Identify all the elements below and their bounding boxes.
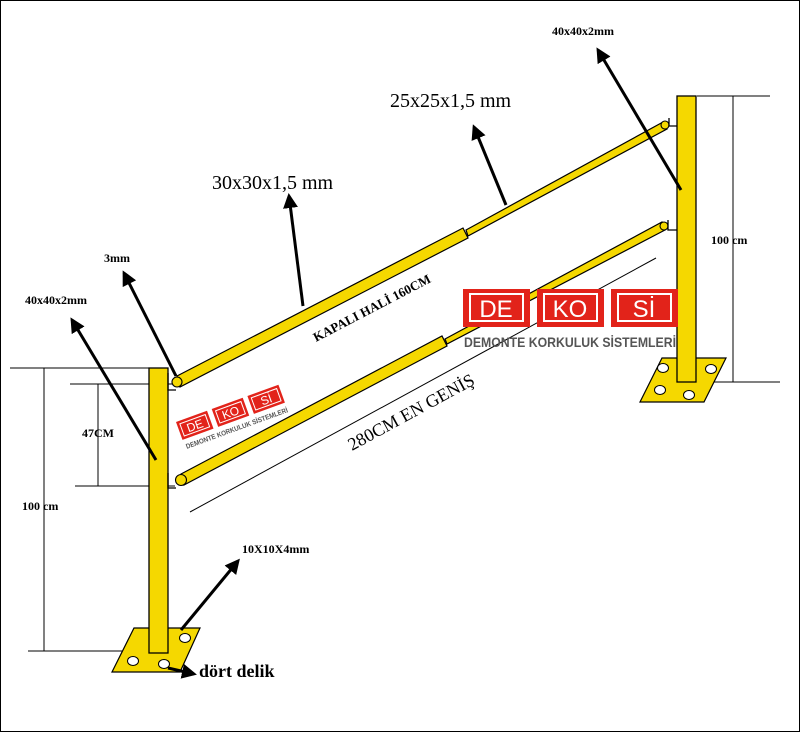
label-top-right-post: 40x40x2mm [552,24,614,38]
label-left-height: 100 cm [22,499,58,513]
pointer-arrows [70,47,683,679]
arrow-holes [167,663,197,679]
left-post [148,367,169,654]
logo-segment-de: DE [479,296,512,323]
bolt-hole [683,390,695,400]
label-upper-outer-tube: 30x30x1,5 mm [212,172,334,194]
hinge-brackets [167,118,677,489]
label-hinge: 3mm [104,251,130,265]
logo-tagline: DEMONTE KORKULUK SİSTEMLERİ [464,334,676,350]
label-upper-inner-tube: 25x25x1,5 mm [390,90,512,112]
right-post [676,95,697,383]
bolt-hole [657,363,669,373]
bolt-hole [705,364,717,374]
logo-segment-de: DE [185,416,205,435]
label-left-post: 40x40x2mm [25,293,87,307]
hinge-left-lower [174,473,188,487]
label-rail-spacing: 47CM [82,426,114,440]
hinge-right-upper [660,120,670,130]
hinge-right-lower [659,221,669,231]
bolt-hole [654,385,666,395]
logo-segment-ko: KO [220,403,241,422]
label-holes: dört delik [199,661,275,681]
logo-segment-box [211,397,250,427]
logo-large: DE KO Sİ DEMONTE KORKULUK SİSTEMLERİ [463,289,678,350]
label-base-plate: 10X10X4mm [242,542,309,556]
bolt-hole [127,656,139,666]
arrow-upper-outer-tube [283,193,305,307]
arrow-upper-inner-tube [471,124,508,206]
label-right-height: 100 cm [711,233,747,247]
arrow-top-right-post [596,47,683,191]
arrow-hinge [122,270,178,377]
labels: 40x40x2mm 25x25x1,5 mm 30x30x1,5 mm 3mm … [22,24,747,681]
logo-segment-si: Sİ [259,391,274,408]
logo-segment-box [247,384,285,414]
arrow-left-post [70,317,158,461]
logo-small: DE KO Sİ DEMONTE KORKULUK SİSTEMLERİ [176,384,289,451]
logo-segment-ko: KO [553,296,588,323]
upper-outer-tube [176,227,469,388]
hinge-left-upper [171,376,183,388]
bolt-hole [158,659,170,669]
logo-segment-si: Sİ [633,296,656,323]
arrow-base-plate [179,558,240,631]
logo-segment-box [176,410,214,440]
bolt-hole [179,633,191,643]
hinges [171,120,670,487]
